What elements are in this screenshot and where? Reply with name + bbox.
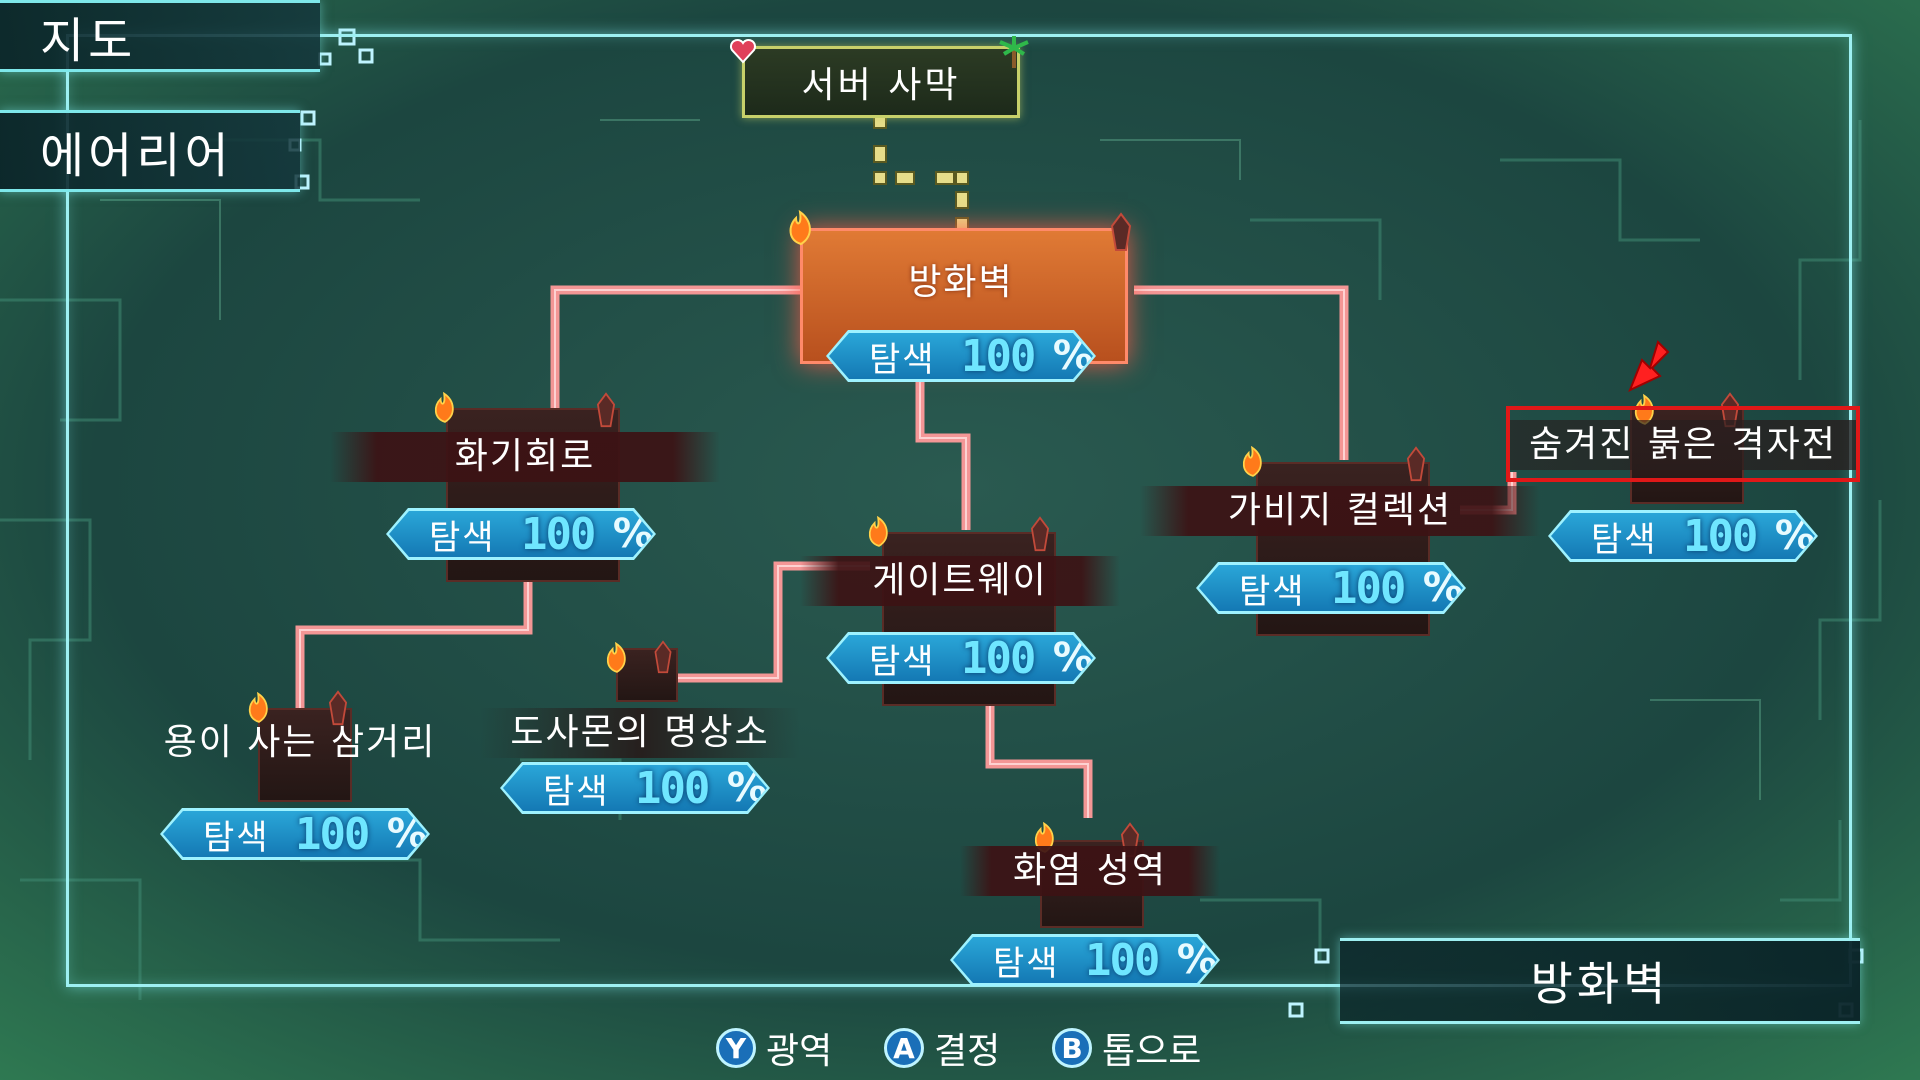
area-tab-label: 에어리어 <box>40 128 233 184</box>
search-label: 탐색 <box>429 517 496 558</box>
flame-icon <box>434 391 454 423</box>
search-label: 탐색 <box>869 641 936 682</box>
progress-pill-hidden-red-grid: 탐색 100 % <box>1548 510 1818 562</box>
pylon-icon <box>1406 446 1426 482</box>
flame-icon <box>606 641 626 673</box>
control-label: 톱으로 <box>1102 1031 1202 1072</box>
a-button-icon: A <box>884 1028 924 1068</box>
search-value: 100 <box>294 808 370 860</box>
search-value: 100 <box>634 762 710 814</box>
heart-icon <box>729 38 757 64</box>
map-title: 지도 <box>40 13 137 69</box>
node-label-gateway: 게이트웨이 <box>800 556 1120 606</box>
progress-pill-meditation-place: 탐색 100 % <box>500 762 770 814</box>
progress-pill-garbage-collection: 탐색 100 % <box>1196 562 1466 614</box>
search-value: 100 <box>1682 510 1758 562</box>
b-button-icon: B <box>1052 1028 1092 1068</box>
search-value: 100 <box>960 632 1036 684</box>
progress-pill-gateway: 탐색 100 % <box>826 632 1096 684</box>
flame-icon <box>1242 445 1262 477</box>
pylon-icon <box>654 640 672 674</box>
control-wide[interactable]: Y 광역 <box>716 1022 832 1074</box>
search-value: 100 <box>520 508 596 560</box>
search-value: 100 <box>1084 934 1160 986</box>
flame-icon <box>789 209 811 246</box>
node-label-firewall: 방화벽 <box>908 262 1014 303</box>
node-label-garbage-collection: 가비지 컬렉션 <box>1140 486 1540 536</box>
control-label: 결정 <box>934 1031 1001 1072</box>
search-label: 탐색 <box>203 817 270 858</box>
search-label: 탐색 <box>993 943 1060 984</box>
pylon-icon <box>1110 212 1132 251</box>
area-tab[interactable]: 에어리어 <box>0 110 300 192</box>
pylon-icon <box>596 392 616 428</box>
pylon-icon <box>1030 516 1050 552</box>
node-label-meditation-place: 도사몬의 명상소 <box>480 708 800 758</box>
search-label: 탐색 <box>1239 571 1306 612</box>
node-label-fire-circuit: 화기회로 <box>330 432 720 482</box>
red-arrow-icon <box>1628 340 1670 392</box>
y-button-icon: Y <box>716 1028 756 1068</box>
highlight-box <box>1506 406 1860 482</box>
current-area-text: 방화벽 <box>1530 957 1670 1011</box>
flame-icon <box>248 691 268 723</box>
control-to-top[interactable]: B 톱으로 <box>1052 1022 1201 1074</box>
search-label: 탐색 <box>543 771 610 812</box>
map-frame <box>66 34 1852 987</box>
progress-pill-flame-sanctuary: 탐색 100 % <box>950 934 1220 986</box>
pylon-icon <box>328 690 348 726</box>
map-title-tab: 지도 <box>0 0 320 72</box>
node-label-dragon-crossroads: 용이 사는 삼거리 <box>163 722 437 763</box>
progress-pill-firewall: 탐색 100 % <box>826 330 1096 382</box>
search-value: 100 <box>1330 562 1406 614</box>
search-label: 탐색 <box>1591 519 1658 560</box>
progress-pill-dragon-crossroads: 탐색 100 % <box>160 808 430 860</box>
palm-tree-icon <box>999 36 1029 68</box>
flame-icon <box>868 515 888 547</box>
current-area-label: 방화벽 <box>1340 938 1860 1024</box>
progress-pill-fire-circuit: 탐색 100 % <box>386 508 656 560</box>
server-desert-node[interactable]: 서버 사막 <box>742 46 1020 118</box>
control-label: 광역 <box>766 1031 833 1072</box>
node-label-flame-sanctuary: 화염 성역 <box>960 846 1220 896</box>
control-confirm[interactable]: A 결정 <box>884 1022 1000 1074</box>
search-value: 100 <box>960 330 1036 382</box>
flame-icon <box>1034 821 1054 853</box>
node-label-hidden-red-grid: 숨겨진 붉은 격자전 <box>1508 420 1858 470</box>
server-desert-label: 서버 사막 <box>801 65 961 106</box>
search-label: 탐색 <box>869 339 936 380</box>
